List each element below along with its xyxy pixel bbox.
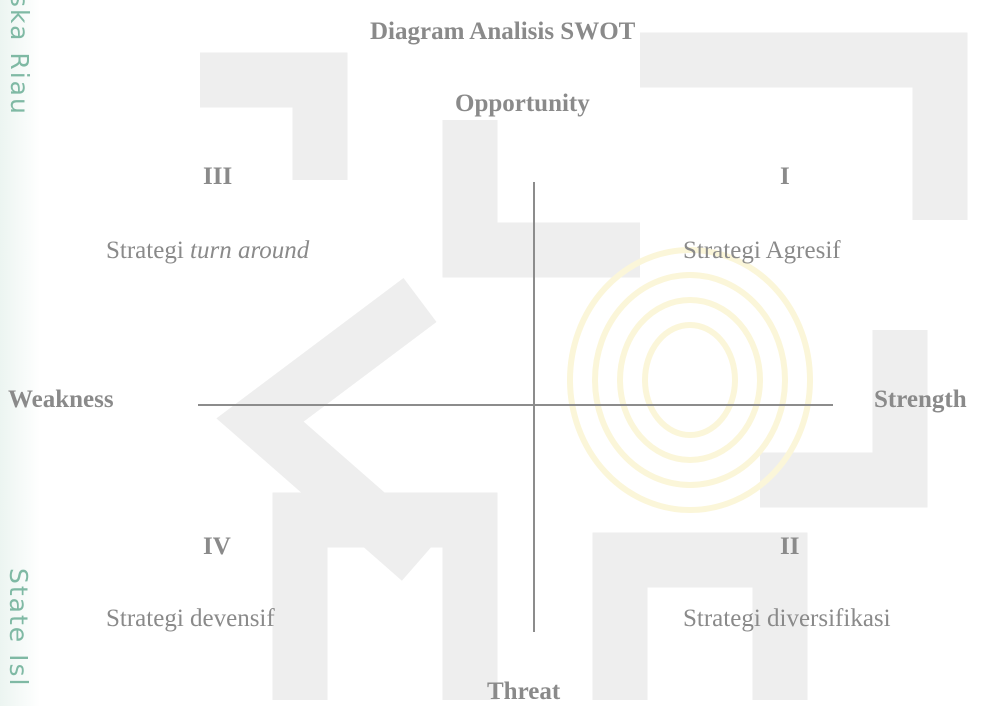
watermark-side-text-top: ska Riau: [5, 0, 34, 116]
quadrant-3-strategy: Strategi turn around: [106, 237, 309, 265]
quadrant-4-strategy: Strategi devensif: [106, 605, 275, 632]
quadrant-3-numeral: III: [203, 163, 233, 190]
watermark-side-strip: [0, 0, 40, 706]
quadrant-4-numeral: IV: [203, 533, 231, 560]
watermark-side-text-bottom: State Isl: [4, 568, 33, 688]
vertical-axis: [533, 182, 535, 632]
axis-label-opportunity: Opportunity: [455, 90, 590, 117]
horizontal-axis: [198, 404, 833, 406]
axis-label-weakness: Weakness: [8, 386, 114, 413]
axis-label-threat: Threat: [487, 678, 561, 705]
diagram-title: Diagram Analisis SWOT: [370, 18, 636, 45]
axis-label-strength: Strength: [874, 386, 967, 413]
quadrant-3-strategy-prefix: Strategi: [106, 237, 191, 264]
quadrant-1-strategy: Strategi Agresif: [683, 237, 841, 264]
quadrant-1-numeral: I: [780, 163, 790, 190]
quadrant-2-strategy: Strategi diversifikasi: [683, 605, 891, 632]
quadrant-3-strategy-italic: turn around: [190, 237, 310, 264]
quadrant-2-numeral: II: [780, 533, 800, 560]
